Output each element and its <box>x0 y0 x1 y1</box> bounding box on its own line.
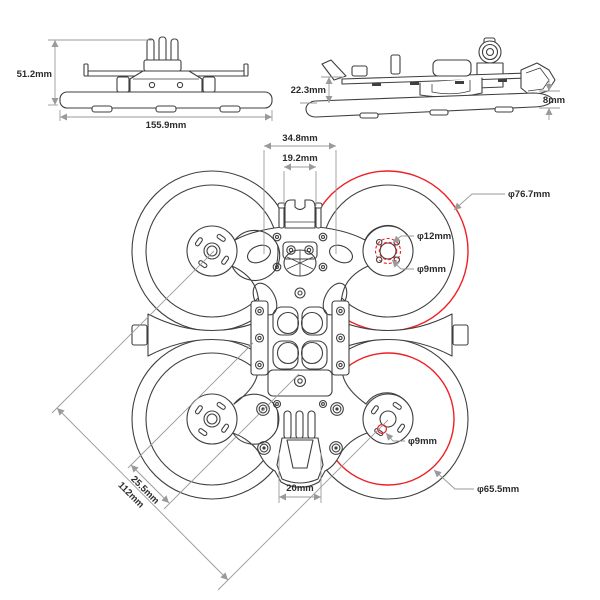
bolt-circle-12mm <box>374 237 402 265</box>
dim-board-thickness: 8mm <box>539 79 565 120</box>
motor-mount-top-left <box>186 225 238 277</box>
right-rail <box>331 300 350 376</box>
antenna-tubes <box>143 36 182 72</box>
left-rail <box>250 300 269 376</box>
front-view-drawing <box>59 36 273 113</box>
mid-frame-details <box>250 300 350 397</box>
shaft-hole-9mm <box>377 424 388 435</box>
motor-side <box>432 59 472 77</box>
top-view: 34.8mm 19.2mm 20mm 25.5mm 112mm <box>51 133 550 591</box>
callout-motor-shaft-hole: φ9mm <box>385 432 437 447</box>
canopy-front <box>129 70 203 93</box>
dim-label-board-thickness: 8mm <box>543 95 565 106</box>
callout-duct-outer: φ76.7mm <box>453 189 550 211</box>
callout-duct-inner: φ65.5mm <box>433 469 519 495</box>
dim-label-front-height: 51.2mm <box>17 69 52 80</box>
label-duct-inner: φ65.5mm <box>477 484 519 495</box>
dim-label-camera-mount-width: 19.2mm <box>282 153 317 164</box>
dim-label-side-height: 22.3mm <box>291 85 326 96</box>
rear-tail <box>276 437 324 484</box>
dim-front-width: 155.9mm <box>59 110 273 131</box>
motor-mount-bottom-right <box>362 393 414 445</box>
motor-left <box>116 76 130 93</box>
side-view-drawing <box>305 37 556 119</box>
dim-label-front-mount-width: 34.8mm <box>282 133 317 144</box>
dim-front-mount-width: 34.8mm <box>263 133 337 254</box>
callout-motor-inner-circle: φ9mm <box>391 259 446 275</box>
camera-mount-pod <box>277 199 323 229</box>
motor-mount-top-right <box>362 225 414 277</box>
dim-side-height: 22.3mm <box>291 76 344 104</box>
label-motor-inner-circle: φ9mm <box>417 264 446 275</box>
dim-rear-mount-width: 20mm <box>278 452 322 503</box>
dim-label-rear-mount-width: 20mm <box>286 483 313 494</box>
callout-motor-bolt-circle: φ12mm <box>392 231 451 244</box>
label-motor-shaft-hole: φ9mm <box>408 436 437 447</box>
dim-front-height: 51.2mm <box>17 39 152 106</box>
dim-camera-mount-width: 19.2mm <box>282 153 318 206</box>
front-view: 51.2mm 155.9mm <box>17 36 273 131</box>
antenna-fin <box>321 59 347 81</box>
label-motor-bolt-circle: φ12mm <box>417 231 451 242</box>
bolt-circle-9mm <box>378 241 398 261</box>
rear-mount-details <box>256 399 344 484</box>
label-duct-outer: φ76.7mm <box>508 189 550 200</box>
bumper-board-side <box>305 92 554 118</box>
dim-label-front-width: 155.9mm <box>146 120 187 131</box>
motor-right <box>202 76 216 93</box>
side-view: 22.3mm 8mm <box>291 37 565 120</box>
